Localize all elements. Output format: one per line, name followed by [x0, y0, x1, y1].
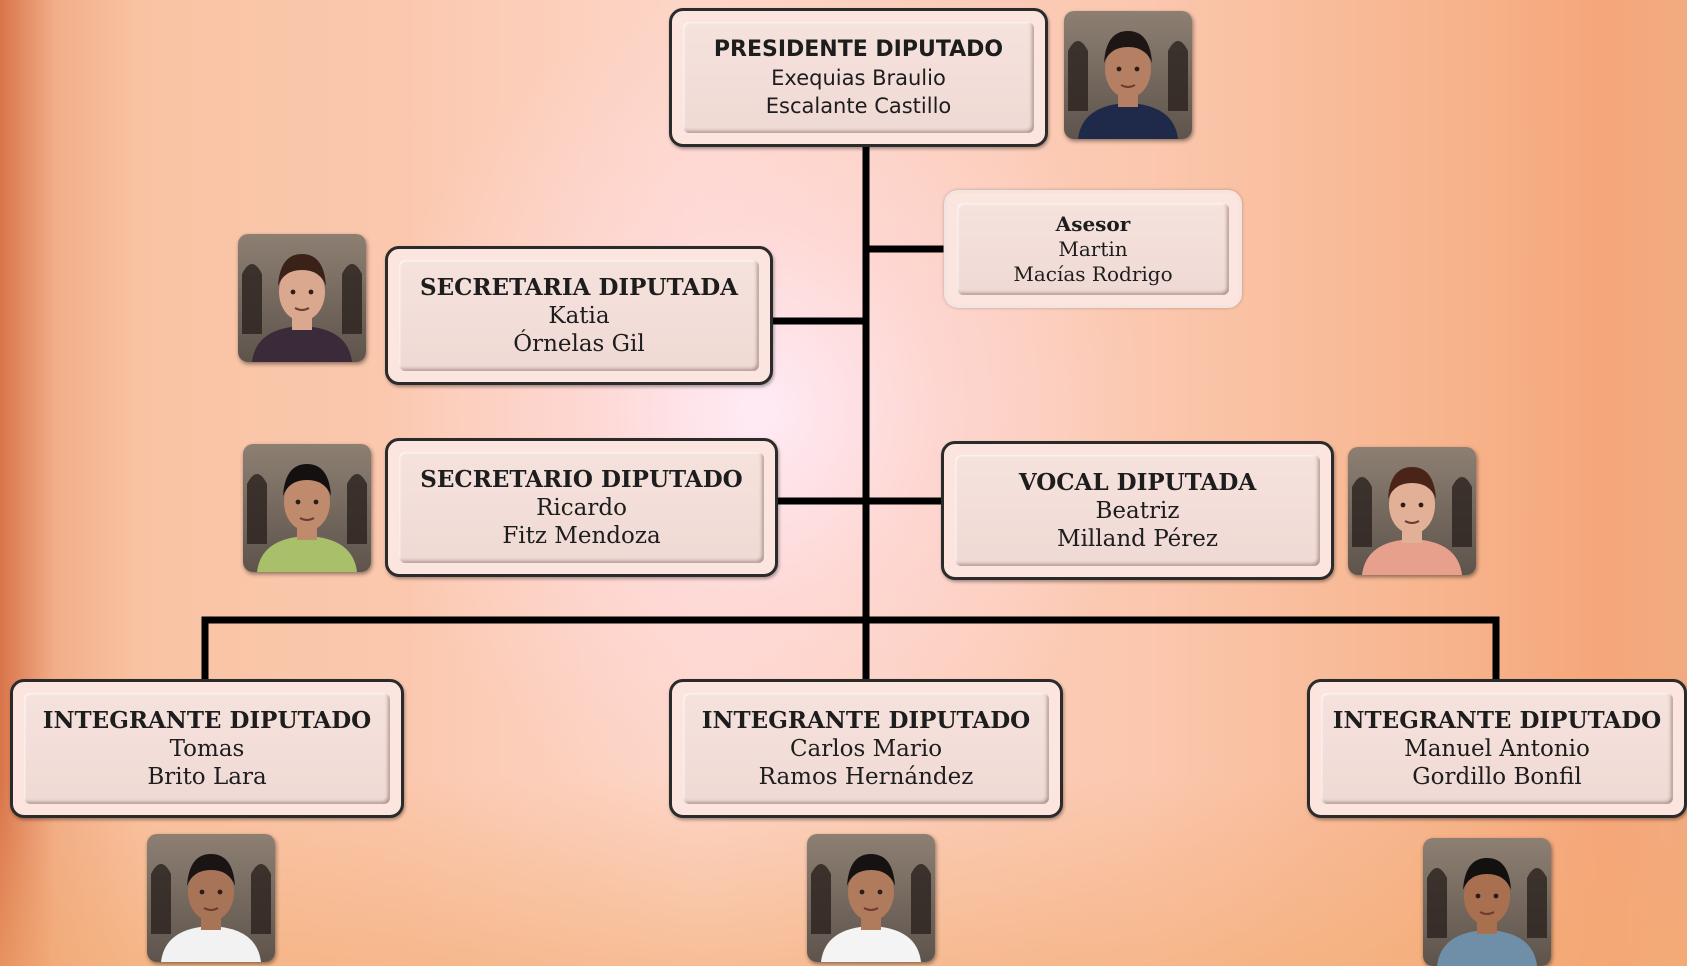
integrante2-name-line1: Carlos Mario [789, 735, 943, 762]
portrait-graphic [1064, 11, 1192, 139]
integrante1-node: INTEGRANTE DIPUTADO Tomas Brito Lara [10, 679, 404, 818]
integrante2-name-line2: Ramos Hernández [758, 763, 974, 790]
vocal-role: VOCAL DIPUTADA [1018, 468, 1257, 496]
integrante3-node: INTEGRANTE DIPUTADO Manuel Antonio Gordi… [1307, 679, 1687, 818]
vocal-name-line2: Milland Pérez [1057, 525, 1218, 552]
presidente-photo [1064, 11, 1192, 139]
asesor-node: Asesor Martin Macías Rodrigo [944, 190, 1242, 308]
secretaria-role: SECRETARIA DIPUTADA [419, 273, 739, 301]
presidente-name-line1: Exequias Braulio [771, 65, 946, 90]
integrante1-photo [147, 834, 275, 962]
secretaria-photo [238, 234, 366, 362]
integrante3-name-line2: Gordillo Bonfil [1412, 763, 1582, 790]
integrante1-name-line1: Tomas [169, 735, 245, 762]
portrait-graphic [243, 444, 371, 572]
integrante2-node: INTEGRANTE DIPUTADO Carlos Mario Ramos H… [669, 679, 1063, 818]
secretario-photo [243, 444, 371, 572]
presidente-node: PRESIDENTE DIPUTADO Exequias Braulio Esc… [669, 8, 1048, 147]
vocal-name-line1: Beatriz [1095, 497, 1180, 524]
secretaria-name-line2: Órnelas Gil [513, 330, 645, 357]
secretario-name-line2: Fitz Mendoza [502, 522, 661, 549]
secretaria-name-line1: Katia [548, 302, 610, 329]
asesor-name-line1: Martin [1058, 236, 1128, 261]
asesor-name-line2: Macías Rodrigo [1013, 261, 1173, 286]
integrante3-role: INTEGRANTE DIPUTADO [1332, 706, 1662, 734]
integrante1-name-line2: Brito Lara [147, 763, 267, 790]
asesor-role: Asesor [1055, 211, 1131, 236]
portrait-graphic [238, 234, 366, 362]
secretario-node: SECRETARIO DIPUTADO Ricardo Fitz Mendoza [385, 438, 778, 577]
portrait-graphic [807, 834, 935, 962]
integrante2-photo [807, 834, 935, 962]
vocal-photo [1348, 447, 1476, 575]
integrante3-name-line1: Manuel Antonio [1404, 735, 1590, 762]
presidente-name-line2: Escalante Castillo [765, 93, 952, 118]
portrait-graphic [147, 834, 275, 962]
secretaria-node: SECRETARIA DIPUTADA Katia Órnelas Gil [385, 246, 773, 385]
presidente-role: PRESIDENTE DIPUTADO [713, 36, 1004, 62]
secretario-role: SECRETARIO DIPUTADO [420, 465, 743, 493]
integrante3-photo [1423, 838, 1551, 966]
integrante2-role: INTEGRANTE DIPUTADO [701, 706, 1031, 734]
portrait-graphic [1423, 838, 1551, 966]
integrante1-role: INTEGRANTE DIPUTADO [42, 706, 372, 734]
secretario-name-line1: Ricardo [536, 494, 627, 521]
vocal-node: VOCAL DIPUTADA Beatriz Milland Pérez [941, 441, 1334, 580]
portrait-graphic [1348, 447, 1476, 575]
